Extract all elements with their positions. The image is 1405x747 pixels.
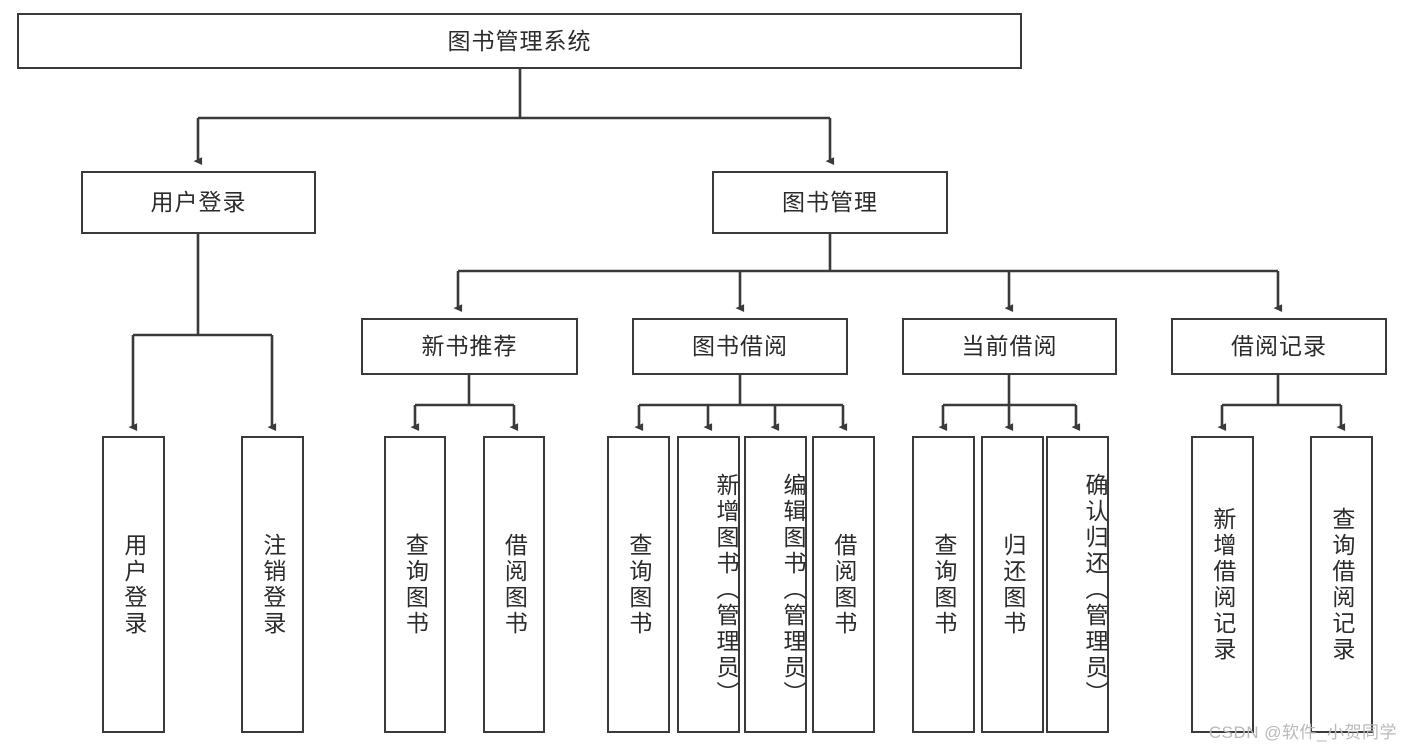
edges-current-borrow-to-leaves	[938, 375, 1081, 432]
node-book-borrow-label: 图书借阅	[692, 333, 788, 360]
leaf-query-record-label: 查询借阅记录	[1328, 506, 1355, 663]
node-book-borrow[interactable]: 图书借阅	[632, 318, 848, 375]
leaf-return-book-label: 归还图书	[999, 532, 1026, 637]
node-borrow-record[interactable]: 借阅记录	[1171, 318, 1387, 375]
leaf-logout-login-label: 注销登录	[259, 532, 286, 637]
leaf-confirm-return[interactable]: 确认归还（管理员）	[1046, 436, 1109, 733]
leaf-user-login[interactable]: 用户登录	[102, 436, 165, 733]
leaf-query-book-3[interactable]: 查询图书	[912, 436, 975, 733]
leaf-query-book-1-label: 查询图书	[402, 532, 429, 637]
leaf-add-book[interactable]: 新增图书（管理员）	[677, 436, 740, 733]
node-book-management[interactable]: 图书管理	[712, 171, 948, 234]
edges-book-borrow-to-leaves	[634, 375, 848, 432]
leaf-edit-book[interactable]: 编辑图书（管理员）	[744, 436, 807, 733]
node-book-management-label: 图书管理	[782, 189, 878, 216]
node-new-book-recommend-label: 新书推荐	[421, 333, 518, 360]
leaf-borrow-book-2[interactable]: 借阅图书	[812, 436, 875, 733]
leaf-return-book[interactable]: 归还图书	[981, 436, 1044, 733]
node-root[interactable]: 图书管理系统	[17, 13, 1022, 69]
leaf-logout-login[interactable]: 注销登录	[241, 436, 304, 733]
leaf-borrow-book-2-label: 借阅图书	[830, 532, 857, 637]
node-user-login[interactable]: 用户登录	[81, 171, 316, 234]
leaf-confirm-return-label: 确认归还（管理员）	[1082, 472, 1108, 707]
leaf-query-book-2[interactable]: 查询图书	[607, 436, 670, 733]
edges-book-management-to-level3	[453, 234, 1283, 313]
leaf-add-record[interactable]: 新增借阅记录	[1191, 436, 1254, 733]
node-borrow-record-label: 借阅记录	[1231, 333, 1327, 360]
leaf-borrow-book-1[interactable]: 借阅图书	[483, 436, 545, 733]
leaf-add-record-label: 新增借阅记录	[1209, 506, 1236, 663]
node-new-book-recommend[interactable]: 新书推荐	[361, 318, 578, 375]
leaf-add-book-label: 新增图书（管理员）	[713, 472, 739, 707]
leaf-query-record[interactable]: 查询借阅记录	[1310, 436, 1373, 733]
edges-user-login-to-leaves	[128, 234, 277, 432]
edges-root-to-level2	[193, 69, 835, 166]
leaf-query-book-2-label: 查询图书	[625, 532, 652, 637]
node-current-borrow-label: 当前借阅	[961, 333, 1058, 360]
edges-borrow-record-to-leaves	[1217, 375, 1346, 432]
node-current-borrow[interactable]: 当前借阅	[902, 318, 1117, 375]
edges-new-book-recommend-to-leaves	[410, 375, 519, 432]
node-root-label: 图书管理系统	[447, 27, 592, 54]
leaf-edit-book-label: 编辑图书（管理员）	[780, 472, 806, 707]
leaf-query-book-1[interactable]: 查询图书	[384, 436, 446, 733]
leaf-query-book-3-label: 查询图书	[930, 532, 957, 637]
node-user-login-label: 用户登录	[150, 189, 247, 216]
leaf-user-login-label: 用户登录	[120, 532, 147, 637]
leaf-borrow-book-1-label: 借阅图书	[501, 532, 528, 637]
